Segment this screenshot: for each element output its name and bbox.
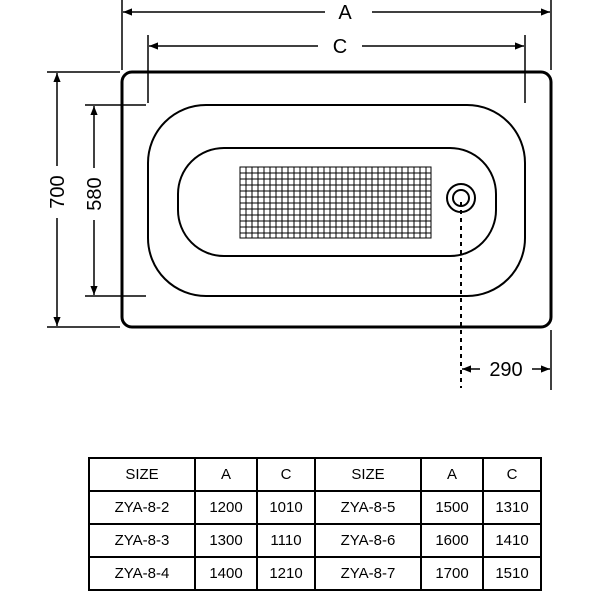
table-cell: 1400: [194, 556, 258, 591]
table-cell: 1600: [420, 523, 484, 558]
dim-580-label: 580: [84, 177, 106, 210]
table-cell: 1010: [256, 490, 316, 525]
table-cell: 1700: [420, 556, 484, 591]
table-cell: ZYA-8-7: [314, 556, 422, 591]
table-cell: 1110: [256, 523, 316, 558]
table-cell: 1210: [256, 556, 316, 591]
header-a: A: [194, 457, 258, 492]
table-cell: ZYA-8-5: [314, 490, 422, 525]
tub-bottom: [177, 147, 497, 257]
table-row: ZYA-8-2 1200 1010 ZYA-8-5 1500 1310: [88, 490, 542, 525]
header-size: SIZE: [314, 457, 422, 492]
table-cell: 1200: [194, 490, 258, 525]
dim-a-label: A: [338, 2, 352, 24]
table-cell: ZYA-8-2: [88, 490, 196, 525]
table-cell: 1410: [482, 523, 542, 558]
dim-700-label: 700: [47, 175, 69, 208]
table-row: ZYA-8-4 1400 1210 ZYA-8-7 1700 1510: [88, 556, 542, 591]
table-cell: ZYA-8-3: [88, 523, 196, 558]
header-c: C: [482, 457, 542, 492]
size-table: SIZE A C SIZE A C ZYA-8-2 1200 1010 ZYA-…: [88, 457, 542, 591]
header-a: A: [420, 457, 484, 492]
table-cell: ZYA-8-4: [88, 556, 196, 591]
header-size: SIZE: [88, 457, 196, 492]
table-cell: 1310: [482, 490, 542, 525]
table-header-row: SIZE A C SIZE A C: [88, 457, 542, 492]
tub-inner-basin: [147, 104, 526, 297]
header-c: C: [256, 457, 316, 492]
table-cell: 1510: [482, 556, 542, 591]
dim-290-label: 290: [489, 359, 522, 381]
table-row: ZYA-8-3 1300 1110 ZYA-8-6 1600 1410: [88, 523, 542, 558]
dim-c-label: C: [333, 36, 347, 58]
tub-outer-rim: [120, 70, 553, 329]
table-cell: ZYA-8-6: [314, 523, 422, 558]
table-cell: 1300: [194, 523, 258, 558]
bathtub-drawing: A C 700 580 290: [47, 0, 553, 390]
anti-slip-pattern: [240, 167, 431, 238]
table-cell: 1500: [420, 490, 484, 525]
drain-icon: [446, 183, 476, 213]
